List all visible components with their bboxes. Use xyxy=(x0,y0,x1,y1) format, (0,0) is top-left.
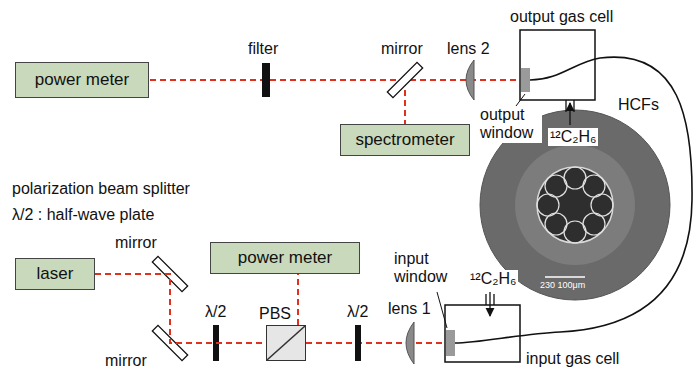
laser-beams xyxy=(150,80,522,343)
gas-tube xyxy=(493,294,494,305)
part-label: lens 1 xyxy=(388,300,431,318)
part-label: input window xyxy=(392,250,446,287)
laser-beam xyxy=(306,342,447,344)
box-label: laser xyxy=(37,264,74,284)
gas-arrow xyxy=(489,292,490,316)
box-label: power meter xyxy=(238,248,332,268)
part-label: output gas cell xyxy=(510,8,613,26)
part-label: mirror xyxy=(381,40,423,58)
part-label: ¹²C₂H₆ xyxy=(468,270,518,288)
instrument-box: laser xyxy=(15,258,95,290)
part-label: lens 2 xyxy=(447,40,490,58)
splitter-diagonal xyxy=(267,326,305,360)
part-label: filter xyxy=(248,40,278,58)
half-wave-plate xyxy=(355,325,361,361)
part-label: mirror xyxy=(105,352,147,370)
capillary xyxy=(545,175,567,197)
part-label: input gas cell xyxy=(526,350,619,368)
part-label: λ/2 xyxy=(205,303,226,321)
leader-line xyxy=(516,94,525,106)
gas-arrow xyxy=(569,103,570,125)
window xyxy=(521,68,530,92)
instrument-box: power meter xyxy=(210,242,360,274)
mirror-symbol xyxy=(387,62,422,97)
part-label: HCFs xyxy=(618,96,659,114)
fiber-core xyxy=(537,167,613,243)
scale-bar xyxy=(545,276,585,278)
gas-tube xyxy=(573,100,574,112)
instrument-box: spectrometer xyxy=(340,124,470,156)
beam-splitter-cube: PBS xyxy=(266,325,306,361)
laser-beam xyxy=(95,274,266,343)
leader-line xyxy=(437,292,447,328)
splitter-diagonal-line xyxy=(267,326,305,360)
part-label: mirror xyxy=(115,234,157,252)
gas-tube xyxy=(485,294,486,305)
part-label: λ/2 xyxy=(347,303,368,321)
gas-tube xyxy=(565,100,566,112)
hollow-core-fiber xyxy=(455,57,692,343)
filter-element xyxy=(262,63,270,97)
instrument-box: power meter xyxy=(15,62,149,98)
part-label: output window xyxy=(478,106,542,143)
part-label: λ/2 : half-wave plate xyxy=(12,206,154,224)
component-label: PBS xyxy=(259,305,291,323)
window xyxy=(446,330,455,356)
box-label: spectrometer xyxy=(355,130,454,150)
capillaries xyxy=(537,167,613,243)
part-label: ¹²C₂H₆ xyxy=(548,128,598,146)
lens-symbol xyxy=(406,322,414,364)
laser-beam xyxy=(297,274,299,325)
part-label: 230 100μm xyxy=(540,280,585,290)
lens-symbol xyxy=(466,60,474,100)
part-label: polarization beam splitter xyxy=(12,180,190,198)
box-label: power meter xyxy=(35,70,129,90)
gas-cell xyxy=(520,30,595,100)
cladding xyxy=(515,145,635,265)
gas-cell xyxy=(445,305,520,362)
